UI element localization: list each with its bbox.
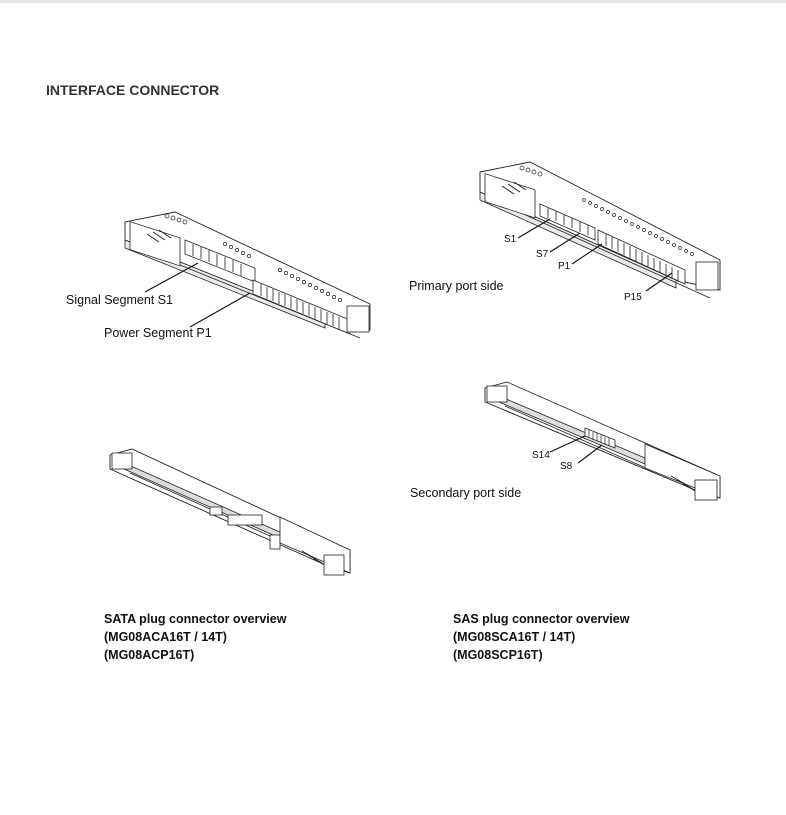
sas-caption-title: SAS plug connector overview <box>453 612 630 626</box>
sas-caption-model-1: (MG08SCA16T / 14T) <box>453 630 576 644</box>
secondary-port-side-label: Secondary port side <box>410 486 522 500</box>
sata-caption-title: SATA plug connector overview <box>104 612 287 626</box>
pin-label-s7: S7 <box>536 249 549 260</box>
power-segment-label: Power Segment P1 <box>104 326 212 340</box>
pin-label-p15: P15 <box>624 292 642 303</box>
sata-connector-top-view <box>124 211 371 339</box>
sata-caption-model-2: (MG08ACP16T) <box>104 648 195 662</box>
pin-label-s8: S8 <box>560 461 573 472</box>
pin-label-p1: P1 <box>558 261 571 272</box>
sas-connector-secondary-view <box>484 381 721 501</box>
signal-segment-label: Signal Segment S1 <box>66 293 174 307</box>
section-heading: INTERFACE CONNECTOR <box>46 82 220 98</box>
sata-caption: SATA plug connector overview (MG08ACA16T… <box>104 610 286 664</box>
pin-label-s14: S14 <box>532 450 550 461</box>
page-top-border <box>0 0 786 3</box>
sas-connector-primary-view <box>479 161 721 299</box>
sata-caption-model-1: (MG08ACA16T / 14T) <box>104 630 227 644</box>
sas-secondary-leader-lines <box>549 435 603 464</box>
sas-caption-model-2: (MG08SCP16T) <box>453 648 543 662</box>
sata-leader-lines <box>144 262 251 328</box>
sas-caption: SAS plug connector overview (MG08SCA16T … <box>453 610 629 664</box>
pin-label-s1: S1 <box>504 234 517 245</box>
sas-primary-leader-lines <box>517 218 673 292</box>
sata-connector-bottom-view <box>109 448 351 576</box>
primary-port-side-label: Primary port side <box>409 279 504 293</box>
